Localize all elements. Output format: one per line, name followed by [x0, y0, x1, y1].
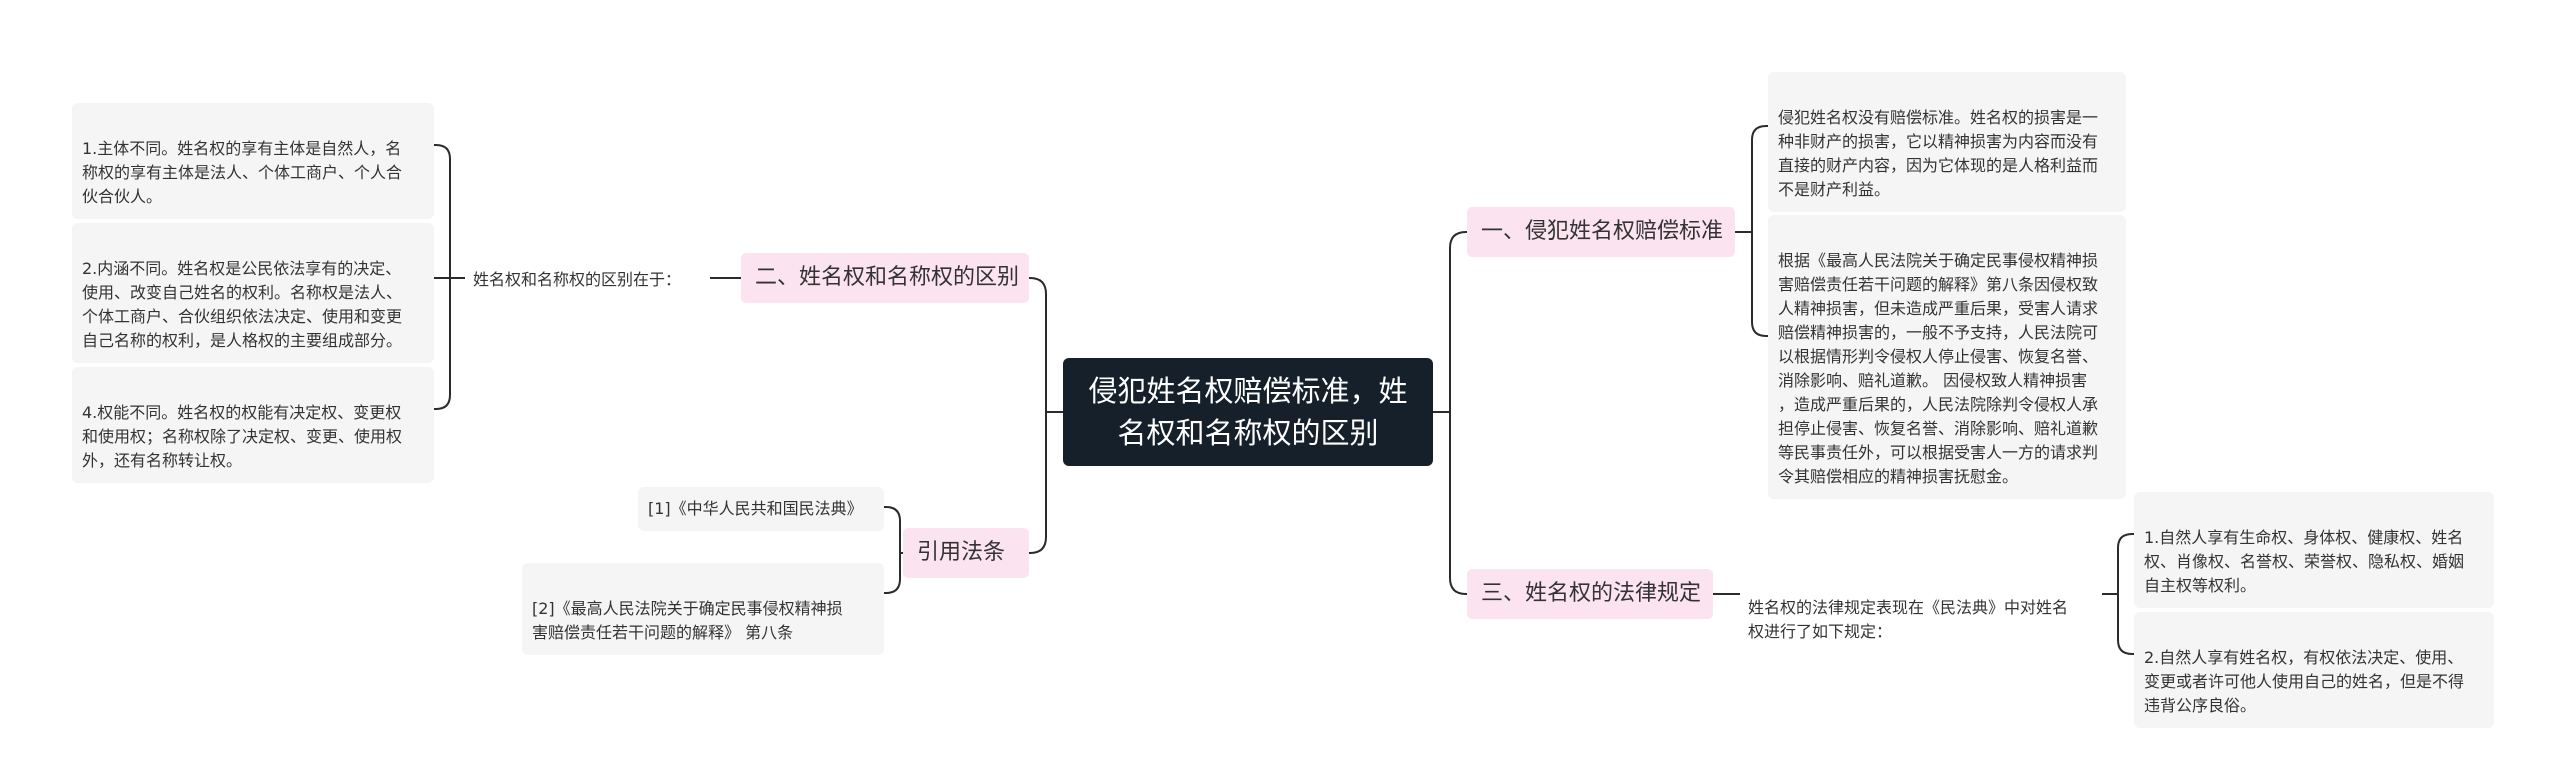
root-node[interactable]: 侵犯姓名权赔偿标准，姓名权和名称权的区别	[1063, 358, 1433, 466]
link-compensation-item2	[1735, 231, 1768, 337]
link-compensation-item1	[1735, 125, 1768, 233]
legal-item-name-right-text: 2.自然人享有姓名权，有权依法决定、使用、 变更或者许可他人使用自己的姓名，但是…	[2144, 648, 2465, 715]
distinction-item-powers-text: 4.权能不同。姓名权的权能有决定权、变更权 和使用权；名称权除了决定权、变更、使…	[82, 403, 403, 470]
link-root-distinction	[1029, 277, 1063, 413]
citation-2-text: [2]《最高人民法院关于确定民事侵权精神损 害赔偿责任若干问题的解释》 第八条	[532, 599, 843, 642]
compensation-item-no-standard[interactable]: 侵犯姓名权没有赔偿标准。姓名权的损害是一 种非财产的损害，它以精神损害为内容而没…	[1768, 72, 2126, 212]
topic-compensation[interactable]: 一、侵犯姓名权赔偿标准	[1467, 207, 1735, 257]
topic-citations[interactable]: 引用法条	[903, 528, 1029, 578]
distinction-item-connotation[interactable]: 2.内涵不同。姓名权是公民依法享有的决定、 使用、改变自己姓名的权利。名称权是法…	[72, 223, 434, 363]
distinction-intro[interactable]: 姓名权和名称权的区别在于：	[465, 264, 689, 296]
link-root-compensation	[1433, 231, 1467, 413]
legal-item-name-right[interactable]: 2.自然人享有姓名权，有权依法决定、使用、 变更或者许可他人使用自己的姓名，但是…	[2134, 612, 2494, 728]
topic-compensation-label: 一、侵犯姓名权赔偿标准	[1481, 219, 1724, 244]
legal-intro-text: 姓名权的法律规定表现在《民法典》中对姓名 权进行了如下规定：	[1748, 598, 2069, 641]
distinction-item-subject[interactable]: 1.主体不同。姓名权的享有主体是自然人，名 称权的享有主体是法人、个体工商户、个…	[72, 103, 434, 219]
topic-legal-label: 三、姓名权的法律规定	[1481, 581, 1702, 606]
link-root-citations	[1029, 411, 1063, 554]
topic-distinction[interactable]: 二、姓名权和名称权的区别	[741, 253, 1029, 303]
topic-distinction-label: 二、姓名权和名称权的区别	[755, 265, 1020, 290]
distinction-item-connotation-text: 2.内涵不同。姓名权是公民依法享有的决定、 使用、改变自己姓名的权利。名称权是法…	[82, 259, 403, 350]
legal-intro[interactable]: 姓名权的法律规定表现在《民法典》中对姓名 权进行了如下规定：	[1740, 568, 2076, 648]
link-legal-item2	[2102, 593, 2134, 655]
distinction-item-subject-text: 1.主体不同。姓名权的享有主体是自然人，名 称权的享有主体是法人、个体工商户、个…	[82, 139, 403, 206]
citation-1-text: [1]《中华人民共和国民法典》	[648, 499, 863, 518]
topic-citations-label: 引用法条	[917, 540, 1006, 565]
link-legal-item1	[2102, 533, 2134, 595]
distinction-intro-text: 姓名权和名称权的区别在于：	[473, 270, 682, 289]
link-root-legal	[1433, 411, 1467, 595]
link-distinction-item3	[434, 277, 465, 410]
compensation-item-interpretation-text: 根据《最高人民法院关于确定民事侵权精神损 害赔偿责任若干问题的解释》第八条因侵权…	[1778, 251, 2099, 486]
link-citation-1	[884, 506, 903, 554]
distinction-item-powers[interactable]: 4.权能不同。姓名权的权能有决定权、变更权 和使用权；名称权除了决定权、变更、使…	[72, 367, 434, 483]
link-distinction-item1	[434, 144, 465, 279]
compensation-item-interpretation[interactable]: 根据《最高人民法院关于确定民事侵权精神损 害赔偿责任若干问题的解释》第八条因侵权…	[1768, 215, 2126, 499]
legal-item-rights-text: 1.自然人享有生命权、身体权、健康权、姓名 权、肖像权、名誉权、荣誉权、隐私权、…	[2144, 528, 2465, 595]
citation-1[interactable]: [1]《中华人民共和国民法典》	[638, 487, 884, 531]
compensation-item-no-standard-text: 侵犯姓名权没有赔偿标准。姓名权的损害是一 种非财产的损害，它以精神损害为内容而没…	[1778, 108, 2099, 199]
citation-2[interactable]: [2]《最高人民法院关于确定民事侵权精神损 害赔偿责任若干问题的解释》 第八条	[522, 563, 884, 655]
link-citation-2	[884, 552, 903, 594]
topic-legal[interactable]: 三、姓名权的法律规定	[1467, 569, 1713, 619]
legal-item-rights[interactable]: 1.自然人享有生命权、身体权、健康权、姓名 权、肖像权、名誉权、荣誉权、隐私权、…	[2134, 492, 2494, 608]
root-title: 侵犯姓名权赔偿标准，姓名权和名称权的区别	[1088, 374, 1408, 450]
